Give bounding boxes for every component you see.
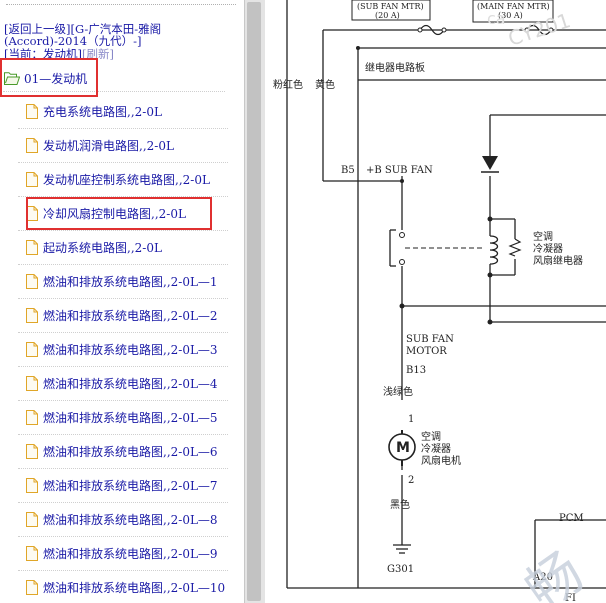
- list-item-label: 燃油和排放系统电路图,,2-0L—1: [43, 274, 218, 289]
- list-item-label: 燃油和排放系统电路图,,2-0L—8: [43, 512, 218, 527]
- top-divider: [6, 4, 236, 5]
- document-icon: [26, 409, 38, 425]
- list-item[interactable]: 燃油和排放系统电路图,,2-0L—8: [18, 502, 228, 537]
- fuse-sub-fan-name: (SUB FAN MTR): [357, 2, 424, 11]
- list-item-label: 燃油和排放系统电路图,,2-0L—3: [43, 342, 218, 357]
- motor-label-2: 冷凝器: [421, 442, 451, 455]
- sub-fan-motor-label-2: MOTOR: [406, 346, 447, 357]
- list-item-label: 燃油和排放系统电路图,,2-0L—10: [43, 580, 226, 595]
- wiring-diagram: (SUB FAN MTR) (20 A) (MAIN FAN MTR) (30 …: [265, 0, 606, 603]
- list-item[interactable]: 发动机润滑电路图,,2-0L: [18, 128, 228, 163]
- wiring-diagram-svg: (SUB FAN MTR) (20 A) (MAIN FAN MTR) (30 …: [273, 0, 606, 603]
- relay-label-2: 冷凝器: [533, 242, 563, 255]
- refresh-link[interactable]: [刷新]: [81, 47, 114, 61]
- breadcrumb: [G-广汽本田-雅阁(Accord)-2014（九代）-]: [4, 22, 162, 48]
- document-icon: [26, 171, 38, 187]
- motor-symbol: M: [396, 440, 410, 456]
- highlight-box-folder: [0, 58, 98, 97]
- pin-a20: A20: [532, 572, 553, 583]
- list-item-label: 发动机座控制系统电路图,,2-0L: [43, 172, 210, 187]
- pcm-label: PCM: [559, 513, 584, 524]
- list-item-label: 发动机润滑电路图,,2-0L: [43, 138, 174, 153]
- highlight-box-cooling-fan: [26, 197, 212, 230]
- list-item[interactable]: 燃油和排放系统电路图,,2-0L—6: [18, 434, 228, 469]
- list-item-label: 燃油和排放系统电路图,,2-0L—7: [43, 478, 218, 493]
- list-item[interactable]: 发动机座控制系统电路图,,2-0L: [18, 162, 228, 197]
- b-sub-fan-label: +B SUB FAN: [366, 165, 433, 176]
- list-item-label: 燃油和排放系统电路图,,2-0L—5: [43, 410, 218, 425]
- document-icon: [26, 511, 38, 527]
- wire-pink-label: 粉红色: [273, 78, 303, 91]
- document-icon: [26, 545, 38, 561]
- list-item[interactable]: 充电系统电路图,,2-0L: [18, 94, 228, 129]
- watermark-text-2: ca: [487, 9, 506, 28]
- relay-board-label: 继电器电路板: [365, 61, 425, 74]
- list-item[interactable]: 燃油和排放系统电路图,,2-0L—5: [18, 400, 228, 435]
- relay-label-1: 空调: [533, 230, 553, 243]
- pin-1: 1: [408, 414, 414, 425]
- nav-back: [返回上一级][G-广汽本田-雅阁(Accord)-2014（九代）-]: [4, 23, 236, 47]
- scrollbar-thumb[interactable]: [247, 2, 261, 601]
- pin-fi: FI: [565, 593, 576, 603]
- sub-fan-motor-label-1: SUB FAN: [406, 334, 454, 345]
- nav-current: [当前：发动机][刷新]: [4, 48, 114, 60]
- list-item-label: 燃油和排放系统电路图,,2-0L—6: [43, 444, 218, 459]
- motor-label-1: 空调: [421, 430, 441, 443]
- list-item-label: 燃油和排放系统电路图,,2-0L—9: [43, 546, 218, 561]
- folder-label: 01—发动机: [24, 71, 88, 86]
- list-item[interactable]: 燃油和排放系统电路图,,2-0L—4: [18, 366, 228, 401]
- current-label: [当前：发动机]: [4, 47, 82, 61]
- wire-yellow-label: 黄色: [315, 78, 335, 91]
- list-item[interactable]: 燃油和排放系统电路图,,2-0L—2: [18, 298, 228, 333]
- document-icon: [26, 579, 38, 595]
- document-icon: [26, 239, 38, 255]
- pin-2: 2: [408, 475, 414, 486]
- wire-light-green-label: 浅绿色: [383, 385, 413, 398]
- list-item[interactable]: 燃油和排放系统电路图,,2-0L—3: [18, 332, 228, 367]
- list-item-label: 冷却风扇控制电路图,,2-0L: [43, 206, 186, 221]
- document-icon: [26, 273, 38, 289]
- document-icon: [26, 443, 38, 459]
- pin-b5: B5: [341, 165, 355, 176]
- fuse-main-fan-amp: (30 A): [498, 11, 523, 20]
- document-icon: [26, 307, 38, 323]
- list-item[interactable]: 起动系统电路图,,2-0L: [18, 230, 228, 265]
- scrollbar[interactable]: [244, 0, 265, 603]
- document-icon: [26, 375, 38, 391]
- list-item[interactable]: 燃油和排放系统电路图,,2-0L—9: [18, 536, 228, 571]
- motor-label-3: 风扇电机: [421, 454, 461, 467]
- watermark-logo: 畅: [514, 540, 594, 603]
- document-icon: [26, 477, 38, 493]
- back-link[interactable]: [返回上一级]: [4, 22, 71, 36]
- list-item-label: 充电系统电路图,,2-0L: [43, 104, 162, 119]
- document-icon: [26, 103, 38, 119]
- document-icon: [26, 137, 38, 153]
- list-item-label: 燃油和排放系统电路图,,2-0L—4: [43, 376, 218, 391]
- folder-open-icon: [4, 71, 20, 85]
- list-item[interactable]: 燃油和排放系统电路图,,2-0L—7: [18, 468, 228, 503]
- list-item[interactable]: 燃油和排放系统电路图,,2-0L—1: [18, 264, 228, 299]
- list-item-label: 燃油和排放系统电路图,,2-0L—2: [43, 308, 218, 323]
- folder-engine[interactable]: 01—发动机: [3, 65, 225, 92]
- relay-label-3: 风扇继电器: [533, 254, 583, 267]
- pin-b13: B13: [406, 365, 426, 376]
- list-item[interactable]: 燃油和排放系统电路图,,2-0L—10: [18, 570, 228, 603]
- sidebar: [返回上一级][G-广汽本田-雅阁(Accord)-2014（九代）-] [当前…: [0, 0, 244, 603]
- document-icon: [26, 341, 38, 357]
- list-item[interactable]: 冷却风扇控制电路图,,2-0L: [18, 196, 228, 231]
- fuse-main-fan-name: (MAIN FAN MTR): [477, 2, 550, 11]
- list-item-label: 起动系统电路图,,2-0L: [43, 240, 162, 255]
- ground-label: G301: [387, 564, 414, 575]
- wire-black-label: 黑色: [390, 498, 410, 511]
- fuse-sub-fan-amp: (20 A): [375, 11, 400, 20]
